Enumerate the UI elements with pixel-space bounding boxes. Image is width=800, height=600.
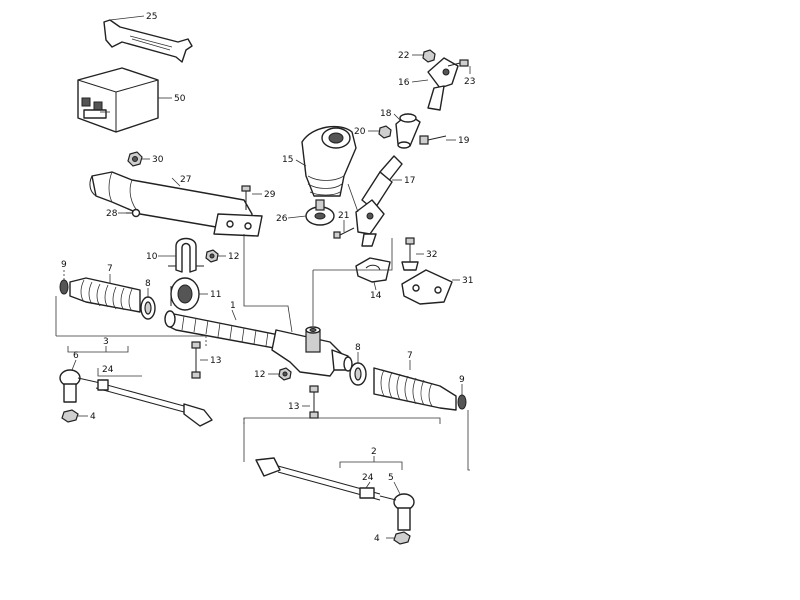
callout-3: 3 xyxy=(103,337,109,347)
callout-27: 27 xyxy=(180,175,191,185)
part-15-boot xyxy=(301,125,357,197)
callout-8-right: 8 xyxy=(355,343,361,353)
part-21-bolt xyxy=(333,227,355,239)
callout-31: 31 xyxy=(462,276,473,286)
part-7-boot-left xyxy=(69,277,141,313)
part-16-universal-joint xyxy=(427,57,459,111)
part-13-bolt-lower xyxy=(309,385,319,419)
callout-12-lower: 12 xyxy=(254,370,265,380)
part-28-screw xyxy=(126,208,141,218)
callout-11: 11 xyxy=(210,290,221,300)
part-17-intermediate-shaft xyxy=(355,155,403,247)
callout-5: 5 xyxy=(388,473,394,483)
part-26-seal-plate xyxy=(305,199,335,226)
callout-13-lower: 13 xyxy=(288,402,299,412)
part-6-tie-rod-end-left xyxy=(59,369,97,403)
callout-1: 1 xyxy=(230,301,236,311)
assembly-lines xyxy=(55,15,471,539)
part-9-clip-right xyxy=(457,394,467,410)
part-8-ring-left xyxy=(140,296,156,320)
callout-19: 19 xyxy=(458,136,470,146)
callout-29: 29 xyxy=(264,190,276,200)
part-24-inner-tie-rod-right xyxy=(255,457,381,501)
callout-17: 17 xyxy=(404,176,415,186)
part-11-bushing xyxy=(170,277,200,311)
part-23-bolt xyxy=(447,59,469,67)
callout-9-left: 9 xyxy=(61,260,67,270)
part-4-nut-left xyxy=(61,409,79,423)
callout-4-left: 4 xyxy=(90,412,96,422)
callout-21: 21 xyxy=(338,211,349,221)
part-27-heat-shield xyxy=(89,171,263,237)
callout-26: 26 xyxy=(276,214,288,224)
callout-23: 23 xyxy=(464,77,475,87)
part-13-bolt-upper xyxy=(191,341,201,379)
callout-7-left: 7 xyxy=(107,264,113,274)
callout-7-right: 7 xyxy=(407,351,413,361)
callout-labels: 25 50 30 27 28 29 10 12 11 9 7 8 1 3 6 2… xyxy=(61,12,475,544)
part-8-ring-right xyxy=(349,362,367,386)
part-29-bolt xyxy=(241,185,251,210)
part-22-nut xyxy=(422,49,436,63)
callout-16: 16 xyxy=(398,78,410,88)
callout-8-left: 8 xyxy=(145,279,151,289)
part-25-strap xyxy=(103,19,193,63)
part-12-nut-lower xyxy=(278,367,292,381)
callout-28: 28 xyxy=(106,209,118,219)
callout-24-left: 24 xyxy=(102,365,114,375)
callout-22: 22 xyxy=(398,51,409,61)
callout-32: 32 xyxy=(426,250,437,260)
part-18-sleeve xyxy=(395,113,421,149)
callout-50: 50 xyxy=(174,94,186,104)
part-7-boot-right xyxy=(373,367,457,411)
callout-10: 10 xyxy=(146,252,158,262)
callout-13-upper: 13 xyxy=(210,356,221,366)
callout-24-right: 24 xyxy=(362,473,374,483)
part-24-inner-tie-rod-left xyxy=(95,379,213,427)
callout-30: 30 xyxy=(152,155,164,165)
part-9-clip-left xyxy=(59,279,69,295)
callout-15: 15 xyxy=(282,155,293,165)
part-5-tie-rod-end-right xyxy=(379,493,415,531)
part-50-box xyxy=(77,67,159,133)
part-19-bolt xyxy=(419,135,447,145)
part-10-clamp xyxy=(168,237,204,273)
callout-12-upper: 12 xyxy=(228,252,239,262)
part-30-nut xyxy=(127,151,143,167)
part-31-bracket xyxy=(401,269,453,305)
callout-18: 18 xyxy=(380,109,392,119)
part-4-nut-right xyxy=(393,531,411,545)
callout-25: 25 xyxy=(146,12,157,22)
callout-20: 20 xyxy=(354,127,366,137)
callout-9-right: 9 xyxy=(459,375,465,385)
callout-14: 14 xyxy=(370,291,382,301)
part-32-bolt xyxy=(401,237,419,271)
part-1-steering-rack xyxy=(164,310,353,377)
part-20-nut xyxy=(378,125,392,139)
callout-2: 2 xyxy=(371,447,377,457)
callout-6: 6 xyxy=(73,351,79,361)
callout-4-right: 4 xyxy=(374,534,380,544)
part-12-nut-upper xyxy=(205,249,219,263)
